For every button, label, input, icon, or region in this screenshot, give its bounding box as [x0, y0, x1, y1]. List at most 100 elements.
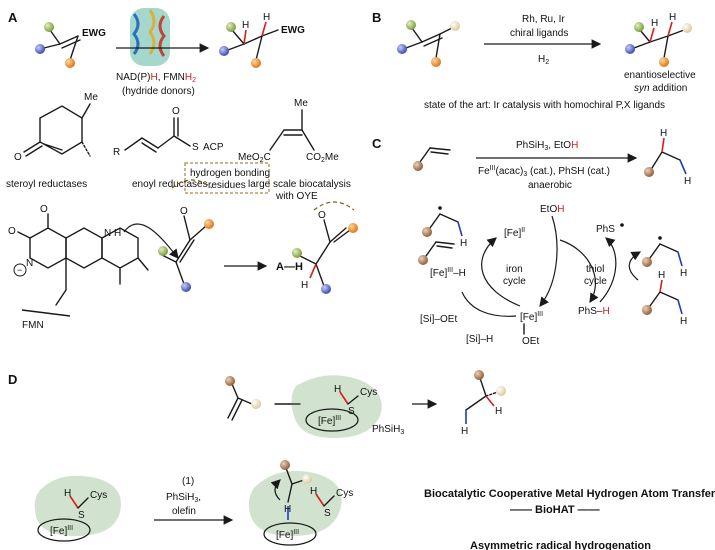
iron-cycle-2: cycle [503, 276, 526, 287]
product-b: H H [625, 12, 692, 67]
substrate-terminal-alkene [413, 147, 451, 171]
h-label-a2: H [263, 12, 270, 23]
etoh-text: EtOH [540, 204, 564, 215]
thiol-cycle-1: thiol [586, 264, 604, 275]
panel-b-label: B [372, 10, 381, 25]
blue-ball [35, 44, 45, 54]
hbond-arc-left [171, 179, 213, 189]
d-top-s: S [348, 406, 355, 417]
h-product-right-2: H [680, 316, 687, 327]
h-label-c2: H [684, 176, 691, 187]
panel-a-label: A [8, 10, 18, 25]
d-bl-h: H [64, 488, 71, 499]
radical-intermediate-left: H [422, 206, 467, 249]
h-label-c1: H [660, 128, 667, 139]
svg-text:−: − [17, 265, 22, 275]
h-label-b2: H [669, 12, 676, 23]
d-top-cys: Cys [360, 387, 377, 398]
a-h-label: A—H [276, 261, 303, 273]
large-scale-caption-2: with OYE [275, 191, 318, 202]
catalysts-text: Rh, Ru, Ir [522, 14, 565, 25]
flavin-n-anion: N [26, 258, 33, 269]
d-phsih3-text: PhSiH3, [166, 492, 201, 504]
enoyl-substrate: R O S ACP [113, 106, 224, 158]
methyl-label-oye: Me [294, 98, 308, 109]
enantioselective-text: enantioselective [624, 70, 696, 81]
ketone-o-label: O [14, 152, 22, 163]
acp-label: ACP [203, 142, 224, 153]
d-br-cys: Cys [336, 488, 353, 499]
d-top-fe-ellipse [305, 408, 359, 432]
co2me-label: CO2Me [306, 152, 339, 164]
enzyme-structure-icon [130, 8, 170, 66]
ewg-label: EWG [82, 28, 106, 39]
bound-substrate-left: O [158, 179, 214, 292]
d-top-h: H [334, 384, 341, 395]
carbonyl-o-left: O [180, 206, 188, 217]
d-top-fe: [Fe]III [318, 415, 341, 427]
syn-addition-text: syn addition [634, 83, 687, 94]
flavin-o-left: O [8, 226, 16, 237]
fe-iii-text: [Fe]III [520, 311, 543, 323]
phs-radical-text: PhS [596, 224, 615, 235]
panel-d: D H S Cys [Fe]III PhSiH3 [8, 370, 715, 550]
panel-c-label: C [372, 136, 382, 151]
flavin-hydride-h: H [114, 228, 121, 239]
flavin-n-h: N [104, 228, 111, 239]
large-scale-caption-1: large scale biocatalysis [248, 179, 351, 190]
product-c: H H [644, 128, 691, 187]
orange-ball [65, 58, 75, 68]
thioester-o-label: O [172, 106, 180, 117]
si-h-text: [Si]–H [466, 334, 493, 345]
d-bottom-enzyme-right: H H S Cys [Fe]III [248, 460, 353, 546]
d-bl-s: S [78, 510, 85, 521]
d-br-s: S [324, 508, 331, 519]
bound-substrate-right: O H A—H [276, 201, 358, 294]
d-product-h-blue: H [461, 426, 468, 437]
methyl-label: Me [84, 92, 98, 103]
hbond-arc-right [313, 201, 355, 211]
biohat-short: —— BioHAT —— [510, 504, 600, 516]
hydride-donors-text: (hydride donors) [122, 86, 195, 97]
d-top-phsih3: PhSiH3 [372, 424, 404, 436]
d-br-fe: [Fe]III [276, 529, 299, 541]
oye-substrate: Me MeO2C CO2Me [238, 98, 339, 164]
steroyl-substrate: O Me [14, 92, 98, 163]
si-oet-text: [Si]–OEt [420, 314, 457, 325]
product-a: H H EWG [219, 12, 305, 68]
hbond-residues-box [184, 162, 270, 194]
d-bl-fe-ellipse [37, 518, 91, 542]
panel-b: B Rh, Ru, Ir chiral ligands H2 H H [372, 10, 696, 111]
reagent-line-1: PhSiH3, EtOH [516, 140, 578, 152]
iron-cycle-1: iron [506, 264, 523, 275]
chiral-ligands-text: chiral ligands [510, 28, 568, 39]
s-label: S [192, 142, 199, 153]
oet-text: OEt [522, 336, 539, 347]
step-1-text: (1) [182, 476, 194, 487]
state-of-art-text: state of the art: Ir catalysis with homo… [424, 100, 665, 111]
olefin-text: olefin [172, 506, 196, 517]
fe-iii-h-text: [Fe]III–H [430, 267, 466, 279]
hbond-text-1: hydrogen bonding [190, 168, 270, 179]
h-label-a1: H [242, 20, 249, 31]
radical-intermediate-right: H [642, 236, 687, 279]
steroyl-reductases-caption: steroyl reductases [6, 179, 87, 190]
enolate-o: O [318, 210, 326, 221]
d-br-h-blue: H [284, 504, 291, 515]
ewg-label-product: EWG [281, 25, 305, 36]
green-ball [44, 22, 54, 32]
meo2c-label: MeO2C [238, 152, 271, 164]
d-br-fe-ellipse [263, 522, 317, 546]
d-br-h-red: H [310, 486, 317, 497]
alkene-cycle-left [418, 241, 455, 265]
h-label-b1: H [651, 18, 658, 29]
d-top-substrate [225, 376, 261, 421]
h-product-right-1: H [658, 270, 665, 281]
product-cycle-right: H H [642, 270, 687, 327]
enoyl-reductases-caption: enoyl reductases [132, 179, 208, 190]
fe-ii-text: [Fe]II [504, 227, 525, 239]
d-product-h-red: H [495, 406, 502, 417]
d-bl-fe: [Fe]III [50, 525, 73, 537]
cofactor-text: NAD(P)H, FMNH2 [116, 72, 196, 84]
